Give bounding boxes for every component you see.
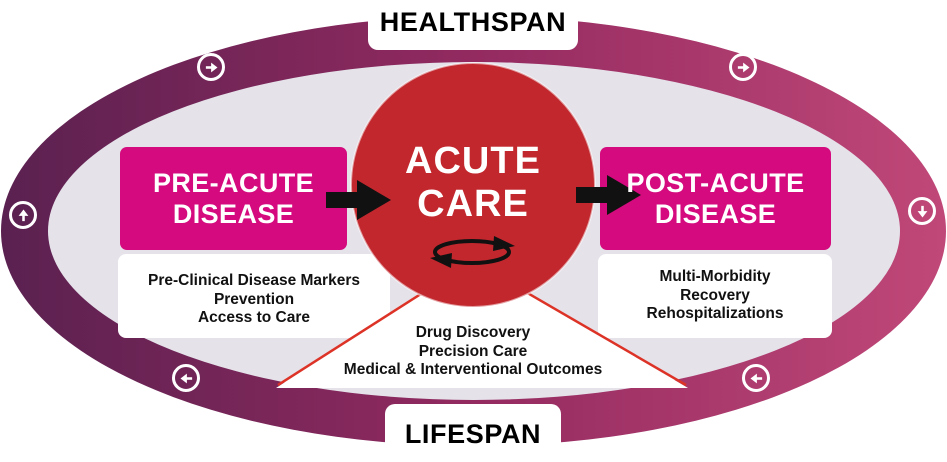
healthspan-banner bbox=[368, 0, 578, 50]
acute-care-line1: ACUTE bbox=[405, 140, 541, 182]
arrow-down-glyph bbox=[917, 205, 927, 217]
pre-acute-line1: PRE-ACUTE bbox=[152, 168, 315, 198]
flow-arrow-icon-bottom-left bbox=[172, 364, 200, 392]
post-acute-line1: POST-ACUTE bbox=[626, 168, 805, 198]
note-line: Rehospitalizations bbox=[646, 305, 784, 322]
arrow-right-block-left-icon bbox=[326, 180, 391, 220]
note-line: Precision Care bbox=[418, 342, 528, 360]
acute-care-line2: CARE bbox=[417, 183, 529, 225]
arrow-left-glyph bbox=[180, 373, 192, 383]
acute-care-notes: Drug Discovery Precision Care Medical & … bbox=[313, 324, 633, 380]
arrow-right-block-right-icon bbox=[576, 175, 641, 215]
note-line: Access to Care bbox=[197, 309, 310, 326]
note-line: Recovery bbox=[680, 286, 750, 304]
pre-acute-label: PRE-ACUTE DISEASE bbox=[120, 168, 347, 230]
post-acute-box bbox=[600, 147, 831, 250]
flow-arrow-icon-top-right bbox=[729, 53, 757, 81]
lifespan-banner bbox=[385, 404, 561, 462]
bottom-wedge bbox=[276, 260, 688, 388]
flow-arrow-icon-bottom-right bbox=[742, 364, 770, 392]
arrow-left-glyph bbox=[750, 373, 762, 383]
note-line: Multi-Morbidity bbox=[659, 268, 771, 285]
pre-acute-notes: Pre-Clinical Disease Markers Prevention … bbox=[118, 272, 390, 328]
post-acute-notes-box bbox=[598, 254, 832, 338]
flow-arrow-icon-right bbox=[908, 197, 936, 225]
note-line: Medical & Interventional Outcomes bbox=[343, 361, 603, 378]
note-line: Drug Discovery bbox=[415, 324, 531, 341]
lifespan-label: LIFESPAN bbox=[404, 419, 542, 449]
arrow-up-glyph bbox=[18, 209, 28, 221]
flow-arrow-icon-top-left bbox=[197, 53, 225, 81]
flow-arrow-icon-left bbox=[9, 201, 37, 229]
note-line: Prevention bbox=[213, 290, 295, 308]
pre-acute-notes-box bbox=[118, 254, 390, 338]
post-acute-notes: Multi-Morbidity Recovery Rehospitalizati… bbox=[598, 268, 832, 324]
post-acute-line2: DISEASE bbox=[654, 199, 777, 229]
arrow-right-glyph bbox=[737, 62, 749, 72]
healthspan-label: HEALTHSPAN bbox=[379, 7, 567, 37]
pre-acute-box bbox=[120, 147, 347, 250]
pre-acute-line2: DISEASE bbox=[172, 199, 295, 229]
acute-care-circle bbox=[350, 62, 596, 308]
post-acute-label: POST-ACUTE DISEASE bbox=[600, 168, 831, 230]
cycle-arrows-icon bbox=[430, 236, 515, 268]
acute-care-label: ACUTE CARE bbox=[373, 140, 573, 226]
note-line: Pre-Clinical Disease Markers bbox=[148, 272, 360, 289]
arrow-right-glyph bbox=[205, 62, 217, 72]
